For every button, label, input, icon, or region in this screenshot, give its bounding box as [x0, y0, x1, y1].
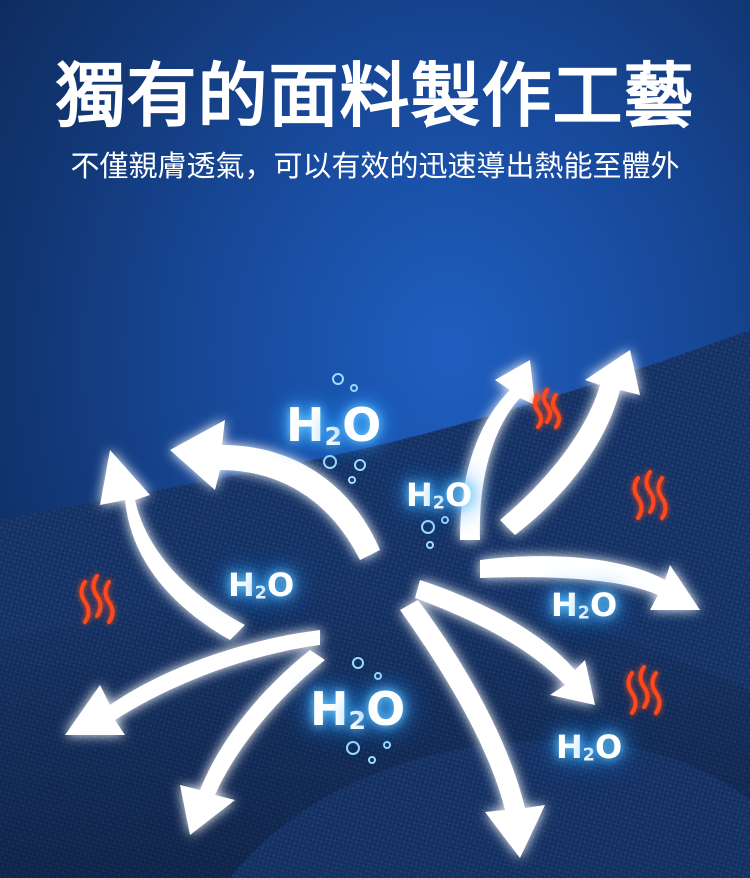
arrow-down-2: [400, 600, 545, 858]
arrow-up-2: [500, 350, 640, 535]
arrow-upleft-2: [100, 450, 245, 640]
h2o-label: H2O: [286, 398, 382, 452]
heat-wave-icon: [79, 574, 115, 624]
arrow-downright-1: [415, 580, 595, 705]
h2o-label: H2O: [556, 728, 623, 766]
arrow-upleft-1: [170, 420, 380, 560]
heat-wave-icon: [533, 388, 561, 429]
arrow-right-1: [480, 556, 700, 610]
arrow-down-1: [180, 650, 325, 835]
arrow-up-1: [460, 360, 535, 540]
h2o-label: H2O: [228, 566, 295, 604]
arrows-group: [65, 350, 700, 858]
arrow-downleft-1: [65, 630, 320, 735]
heat-wave-icon: [626, 665, 662, 715]
water-bubble-icon: [323, 373, 449, 764]
page-subtitle: 不僅親膚透氣，可以有效的迅速導出熱能至體外: [70, 149, 680, 183]
page-title: 獨有的面料製作工藝: [55, 55, 695, 137]
h2o-label: H2O: [406, 476, 473, 514]
h2o-label: H2O: [310, 682, 406, 736]
fabric-lower-fold: [230, 740, 750, 878]
heat-wave-icon: [632, 470, 668, 520]
h2o-label: H2O: [551, 586, 618, 624]
